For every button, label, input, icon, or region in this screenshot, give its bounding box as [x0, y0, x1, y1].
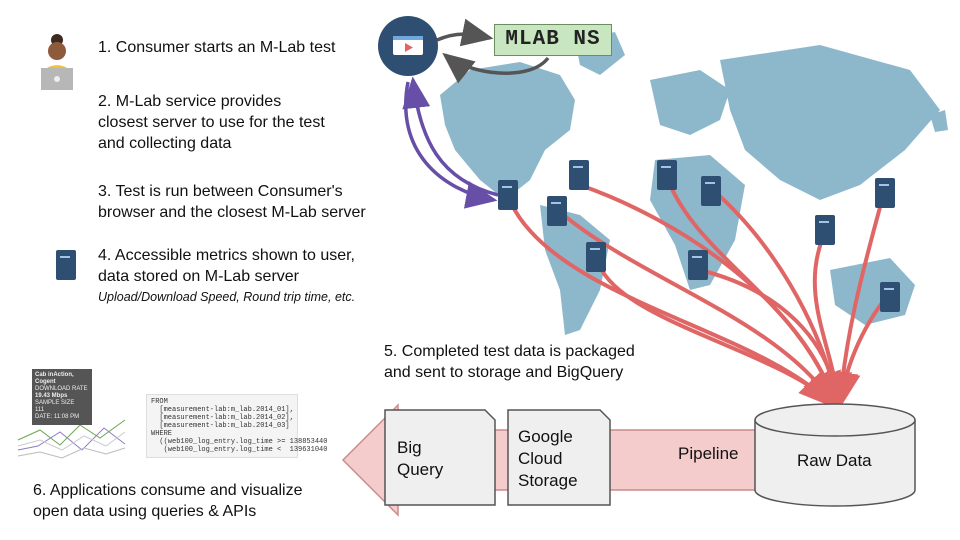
server-icon: [657, 160, 677, 190]
flow-arrow-to-client: [442, 52, 550, 84]
flow-arrow-down: [404, 81, 498, 209]
tooltip-line: DATE: 11:08 PM: [35, 414, 80, 420]
server-icon: [498, 180, 518, 210]
tooltip-line: DOWNLOAD RATE: [35, 386, 88, 392]
visualization-tooltip: Cab inAction, Cogent DOWNLOAD RATE 19.43…: [32, 369, 92, 425]
step-5-line: 5. Completed test data is packaged: [384, 343, 635, 360]
step-2-line: and collecting data: [98, 135, 232, 152]
pipeline-label: Pipeline: [678, 444, 739, 463]
step-4-line: 4. Accessible metrics shown to user,: [98, 247, 355, 264]
gcs-label-line: Storage: [518, 471, 578, 490]
step-6-line: 6. Applications consume and visualize: [33, 482, 303, 499]
step-4-subtext: Upload/Download Speed, Round trip time, …: [98, 290, 356, 304]
server-icon: [875, 178, 895, 208]
server-icon: [688, 250, 708, 280]
visualization-chart: [17, 419, 126, 459]
query-line: ((web100_log_entry.log_time >= 138853440: [151, 438, 328, 446]
lookup-flow-arrows: [436, 18, 550, 84]
flow-arrow: [828, 293, 890, 409]
server-icon: [701, 176, 721, 206]
step-1-text: 1. Consumer starts an M-Lab test: [98, 39, 336, 56]
step-3-line: browser and the closest M-Lab server: [98, 204, 366, 221]
server-icon: [815, 215, 835, 245]
step-6-line: open data using queries & APIs: [33, 503, 257, 520]
bigquery-box-shape: [384, 409, 496, 506]
flow-arrow: [666, 179, 841, 409]
step-3-line: 3. Test is run between Consumer's: [98, 183, 343, 200]
test-flow-arrows: [402, 76, 499, 209]
server-icon: [56, 250, 76, 280]
raw-data-cylinder: [754, 403, 916, 507]
step-4-line: data stored on M-Lab server: [98, 268, 299, 285]
gcs-label-line: Cloud: [518, 449, 563, 468]
query-line: [measurement-lab:m_lab.2014_02],: [151, 414, 294, 422]
step-4-text: 4. Accessible metrics shown to user, dat…: [98, 245, 355, 287]
gcs-label-line: Google: [518, 427, 573, 446]
tooltip-line: 111: [35, 407, 45, 413]
bigquery-label-line: Query: [397, 460, 444, 479]
step-5-line: and sent to storage and BigQuery: [384, 364, 624, 381]
tooltip-title: Cab inAction, Cogent: [35, 372, 74, 385]
server-icon: [586, 242, 606, 272]
step-2-line: closest server to use for the test: [98, 114, 325, 131]
step-3-text: 3. Test is run between Consumer's browse…: [98, 181, 366, 223]
bigquery-label: Big Query: [397, 437, 443, 481]
north-america-shape: [440, 62, 575, 200]
europe-shape: [650, 70, 730, 135]
gcs-label: Google Cloud Storage: [518, 426, 578, 492]
flow-arrow: [595, 257, 837, 408]
raw-data-label: Raw Data: [797, 451, 872, 470]
server-icon: [569, 160, 589, 190]
flow-arrow-to-mlabns: [436, 18, 494, 47]
consumer-person-icon: [41, 34, 73, 90]
query-line: (web100_log_entry.log_time < 139631040: [151, 446, 328, 454]
bigquery-label-line: Big: [397, 438, 422, 457]
step-6-text: 6. Applications consume and visualize op…: [33, 480, 303, 522]
server-icons: [56, 160, 900, 312]
step-2-text: 2. M-Lab service provides closest server…: [98, 91, 325, 154]
asia-shape: [720, 45, 940, 200]
data-flow-arrows: [510, 179, 890, 409]
query-line: FROM: [151, 398, 168, 406]
query-line: [measurement-lab:m_lab.2014_01],: [151, 406, 294, 414]
server-icon: [547, 196, 567, 226]
island-shape: [930, 110, 948, 132]
step-5-text: 5. Completed test data is packaged and s…: [384, 341, 635, 383]
server-icon: [880, 282, 900, 312]
query-line: WHERE: [151, 430, 173, 438]
mlabns-logo: MLAB NS: [494, 24, 612, 56]
tooltip-line: SAMPLE SIZE: [35, 400, 75, 406]
query-line: [measurement-lab:m_lab.2014_03]: [151, 422, 290, 430]
world-map: [440, 32, 948, 335]
query-snippet: FROM [measurement-lab:m_lab.2014_01], [m…: [146, 394, 328, 458]
gcs-box-shape: [507, 409, 611, 506]
step-2-line: 2. M-Lab service provides: [98, 93, 282, 110]
tooltip-line: 19.43 Mbps: [35, 393, 68, 399]
browser-client-icon: [378, 16, 438, 76]
